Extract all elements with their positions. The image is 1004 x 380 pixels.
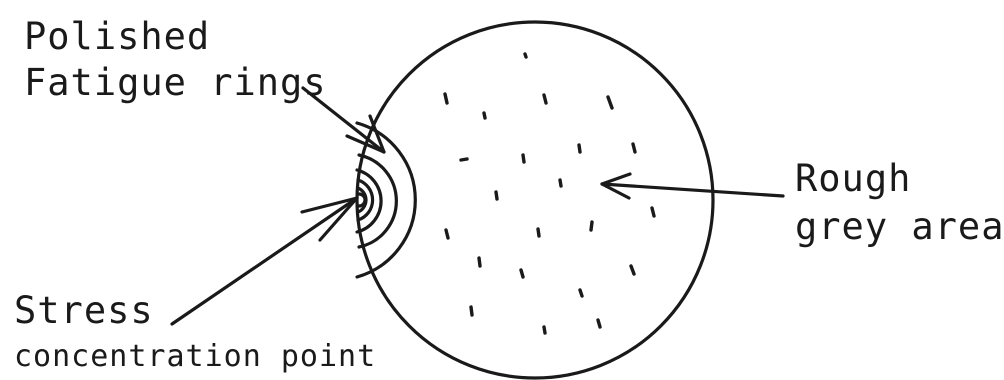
polished-label-line1: Polished <box>24 18 210 55</box>
rough-label-line2: grey area <box>795 208 1004 245</box>
speck <box>544 95 546 103</box>
speck <box>598 320 600 327</box>
stress-point-arrow <box>172 198 357 324</box>
rough-label-line1: Rough <box>795 160 911 197</box>
speck <box>544 327 545 333</box>
stress-label-line1: Stress <box>14 292 154 329</box>
polished-label-line2: Fatigue rings <box>24 64 327 101</box>
speck <box>580 290 582 296</box>
speck <box>446 230 448 238</box>
speck <box>525 54 526 57</box>
speck <box>523 155 524 162</box>
speck <box>496 192 497 199</box>
speck <box>479 258 480 266</box>
speck <box>633 144 635 152</box>
rough-area-arrow <box>602 174 783 198</box>
speck <box>560 180 561 186</box>
stress-label-line2: concentration point <box>14 342 376 372</box>
speck <box>445 94 447 103</box>
fracture-surface-circle <box>357 22 713 378</box>
speck <box>652 208 654 216</box>
speck <box>461 159 467 160</box>
speck <box>538 229 539 236</box>
speck <box>521 270 523 277</box>
fatigue-ring <box>359 194 365 206</box>
speck <box>579 145 580 152</box>
speck <box>471 307 472 315</box>
speck <box>484 113 485 118</box>
speck <box>591 222 592 230</box>
speck <box>631 266 634 274</box>
speck <box>608 97 612 108</box>
